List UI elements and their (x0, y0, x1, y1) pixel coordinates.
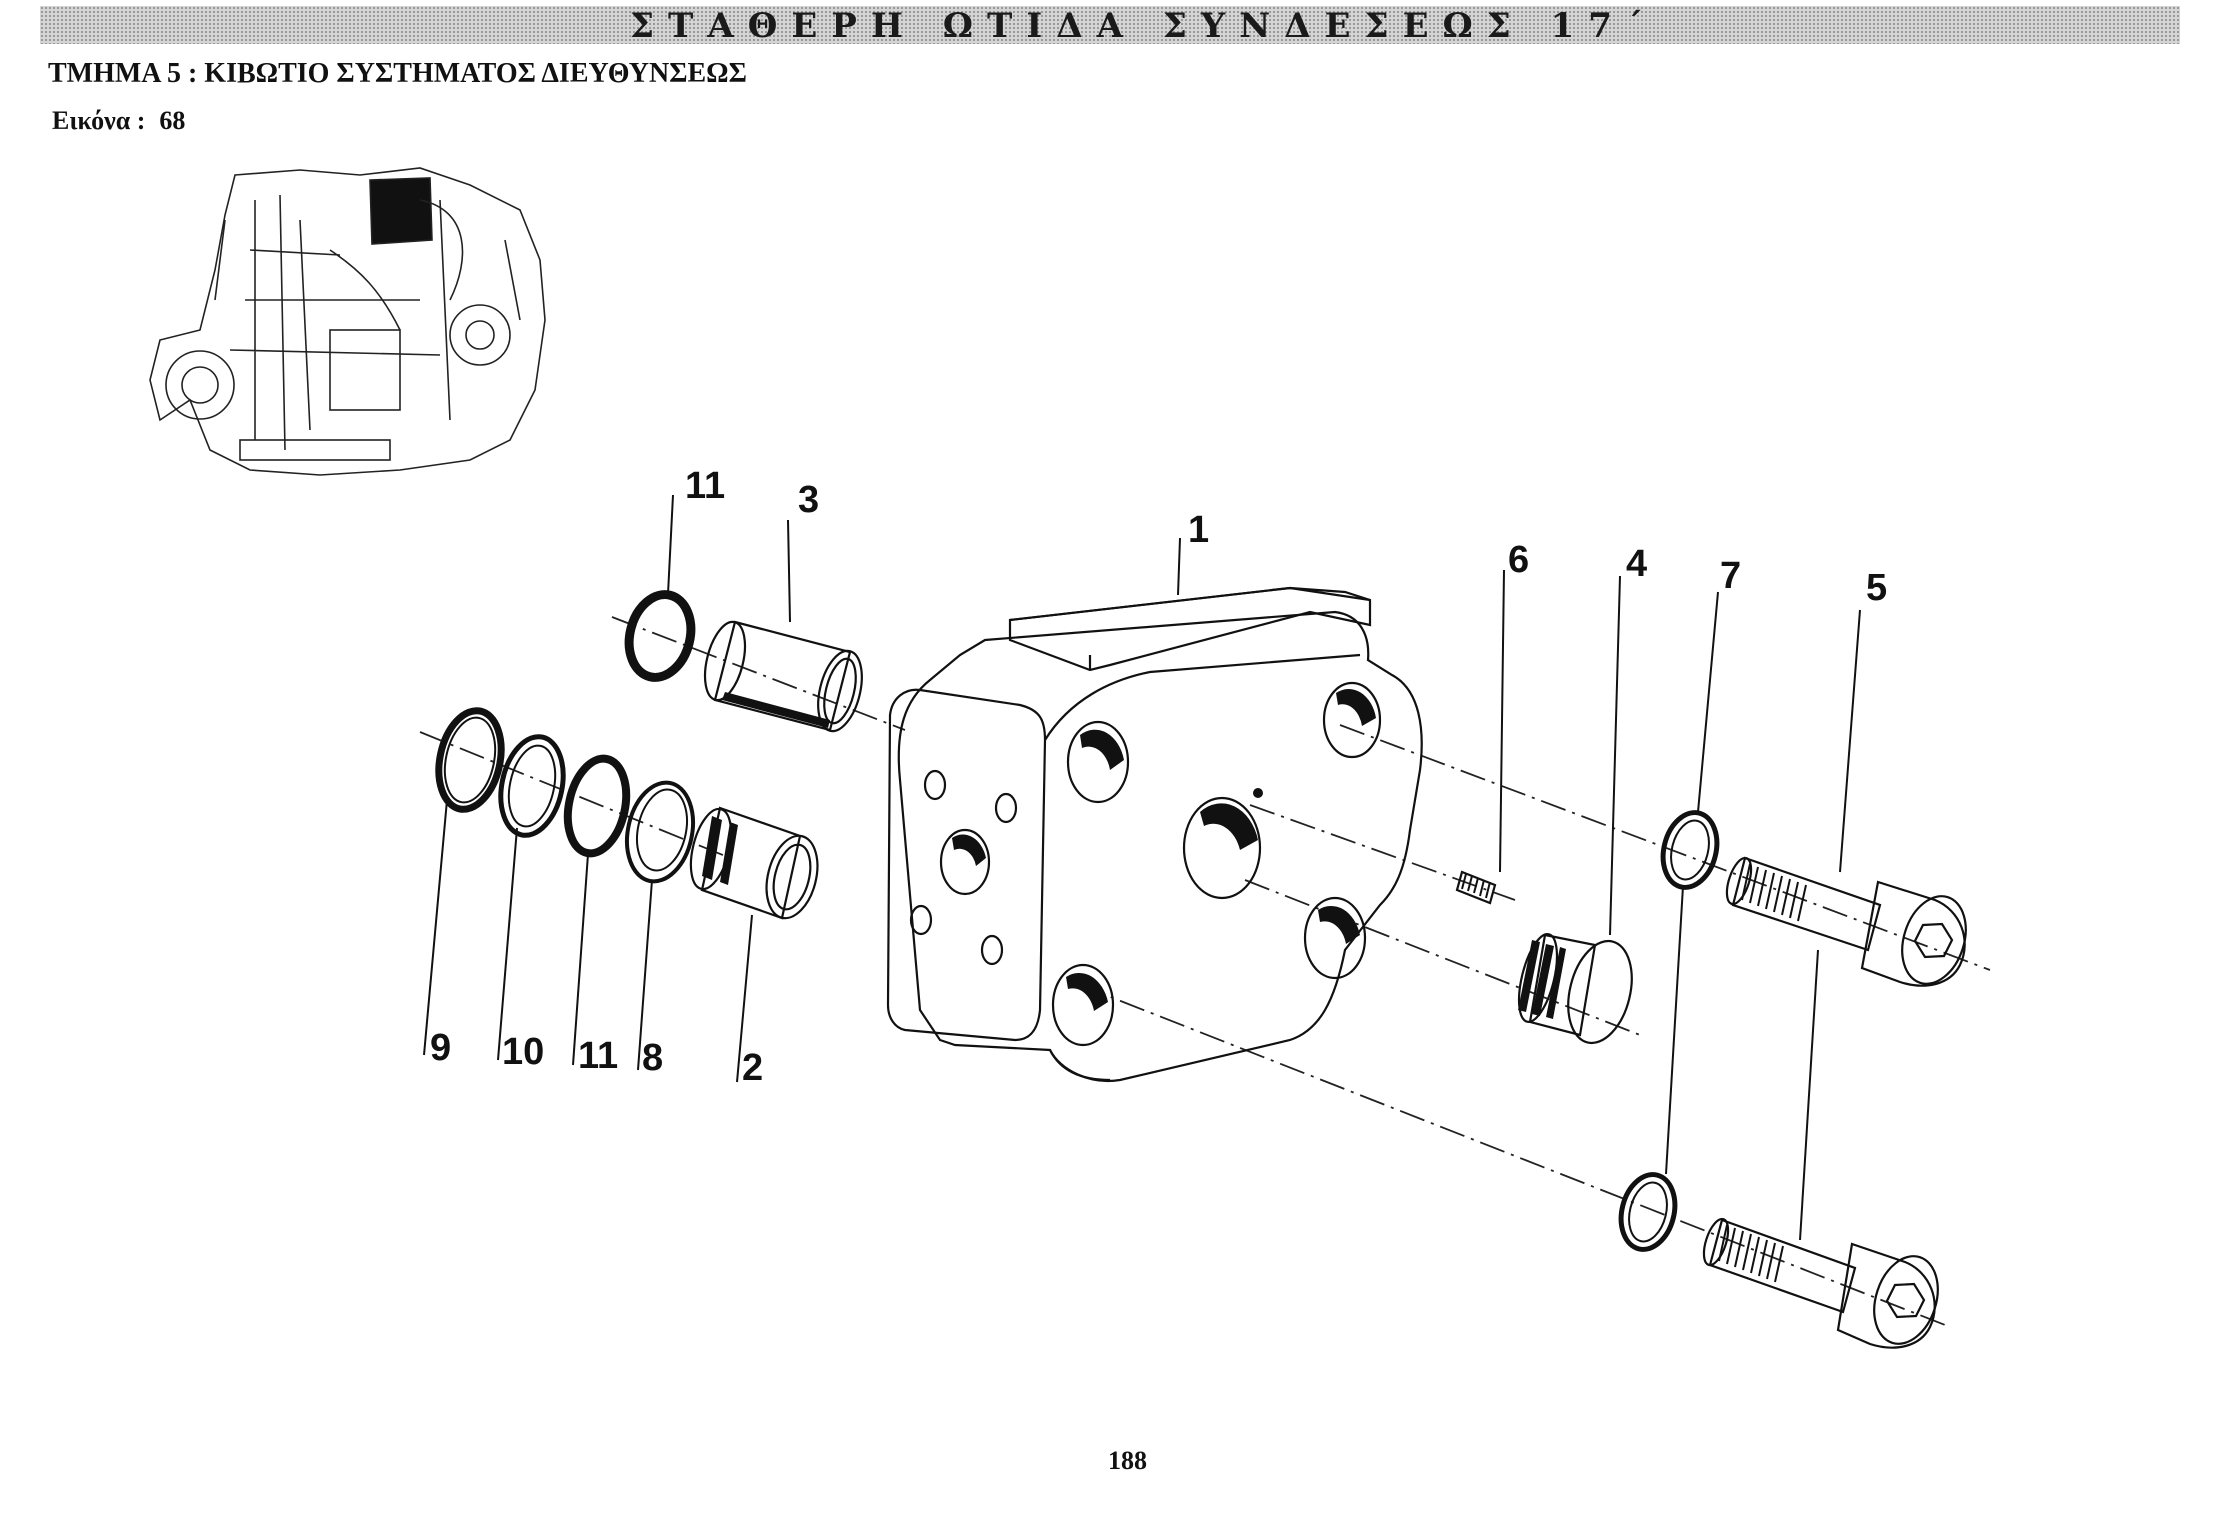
callout-11-bottom: 11 (578, 1035, 618, 1077)
callout-8: 8 (642, 1037, 663, 1079)
bushing-part-2 (689, 806, 819, 920)
callout-2: 2 (742, 1047, 763, 1089)
callout-4: 4 (1626, 543, 1647, 585)
header-band (40, 6, 2180, 44)
bolt-part-5-bottom (1702, 1217, 1939, 1349)
o-ring-part-11-bottom (563, 754, 631, 858)
retaining-ring-part-9 (435, 707, 505, 813)
callout-9: 9 (430, 1027, 451, 1069)
engine-thumbnail (149, 167, 546, 476)
callout-1: 1 (1188, 509, 1209, 551)
seal-ring-part-8 (625, 780, 695, 884)
set-screw-part-6 (1455, 870, 1497, 905)
page-header-title: ΣΤΑΘΕΡΗ ΩΤΙΔΑ ΣΥΝΔΕΣΕΩΣ 17΄ (630, 6, 1657, 46)
callout-5: 5 (1866, 567, 1887, 609)
axis-lines (419, 616, 1991, 1326)
callout-7: 7 (1720, 555, 1741, 597)
callout-6: 6 (1508, 539, 1529, 581)
housing-block (886, 586, 1423, 1083)
plug-part-4 (1517, 933, 1633, 1045)
figure-number: 68 (159, 106, 186, 135)
sleeve-part-3 (703, 620, 863, 733)
backup-ring-part-10 (498, 734, 566, 838)
figure-label: Εικόνα : (52, 106, 146, 135)
page-number: 188 (1108, 1446, 1147, 1475)
callout-3: 3 (798, 479, 819, 521)
washer-part-7-top (1660, 810, 1720, 890)
washer-part-7-bottom (1618, 1172, 1678, 1252)
figure-caption: Εικόνα : 68 (52, 106, 199, 136)
leader-lines (423, 494, 1861, 1241)
callout-11-top: 11 (685, 465, 725, 507)
o-ring-part-11-top (624, 590, 696, 682)
callout-10: 10 (502, 1031, 544, 1073)
section-title: ΤΜΗΜΑ 5 : ΚΙΒΩΤΙΟ ΣΥΣΤΗΜΑΤΟΣ ΔΙΕΥΘΥΝΣΕΩΣ (48, 58, 747, 89)
bolt-part-5-top (1725, 856, 1967, 987)
